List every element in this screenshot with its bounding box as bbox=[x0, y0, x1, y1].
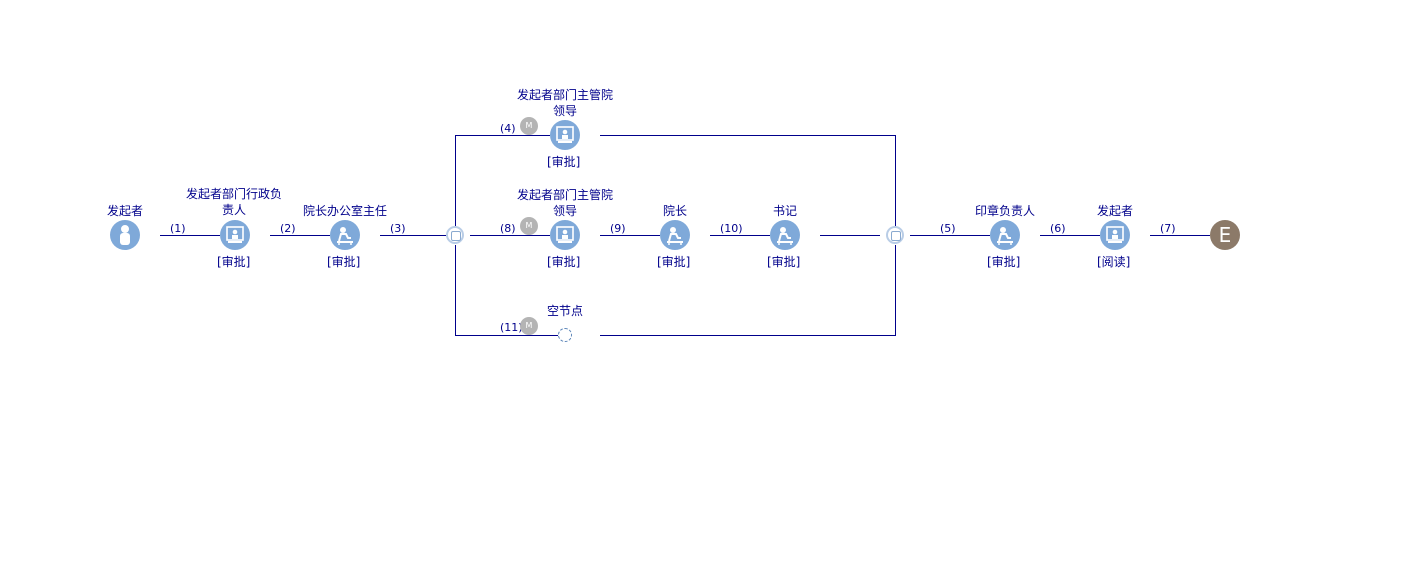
edge-label-5: (5) bbox=[940, 222, 956, 235]
branch-badge-8: M bbox=[520, 217, 538, 235]
desk-user-icon bbox=[777, 227, 793, 245]
node-tag-secretary: [审批] bbox=[767, 255, 801, 269]
edge-label-8: (8) bbox=[500, 222, 516, 235]
node-label-empty: 空节点 bbox=[546, 304, 583, 318]
node-tag-president: [审批] bbox=[657, 255, 691, 269]
node-seal-keeper[interactable] bbox=[990, 220, 1020, 250]
node-secretary[interactable] bbox=[770, 220, 800, 250]
node-label-president: 院长 bbox=[662, 204, 687, 218]
node-initiator-read[interactable] bbox=[1100, 220, 1130, 250]
split-gateway[interactable] bbox=[446, 226, 464, 244]
branch-badge-11: M bbox=[520, 317, 538, 335]
node-label-seal-keeper: 印章负责人 bbox=[974, 204, 1035, 218]
desk-user-icon bbox=[997, 227, 1013, 245]
node-label-initiator-read: 发起者 bbox=[1096, 204, 1133, 218]
monitor-user-icon bbox=[556, 226, 574, 243]
node-label-office-director: 院长办公室主任 bbox=[302, 204, 387, 218]
node-label-dept-head: 发起者部门行政负责人 bbox=[185, 187, 282, 217]
join-gateway[interactable] bbox=[886, 226, 904, 244]
node-tag-dept-head: [审批] bbox=[217, 255, 251, 269]
start-node[interactable] bbox=[110, 220, 140, 250]
person-icon bbox=[120, 225, 130, 245]
node-empty[interactable] bbox=[558, 328, 572, 342]
desk-user-icon bbox=[337, 227, 353, 245]
edge-label-9: (9) bbox=[610, 222, 626, 235]
edge-label-3: (3) bbox=[390, 222, 406, 235]
node-leader-mid[interactable] bbox=[550, 220, 580, 250]
edge-label-2: (2) bbox=[280, 222, 296, 235]
node-tag-leader-mid: [审批] bbox=[547, 255, 581, 269]
edge-label-11: (11) bbox=[500, 321, 523, 334]
monitor-user-icon bbox=[556, 126, 574, 143]
edge-label-4: (4) bbox=[500, 122, 516, 135]
monitor-user-icon bbox=[1106, 226, 1124, 243]
node-tag-initiator-read: [阅读] bbox=[1097, 255, 1131, 269]
node-office-director[interactable] bbox=[330, 220, 360, 250]
node-label-leader-top: 发起者部门主管院领导 bbox=[516, 88, 613, 118]
monitor-user-icon bbox=[226, 226, 244, 243]
edge-label-6: (6) bbox=[1050, 222, 1066, 235]
desk-user-icon bbox=[667, 227, 683, 245]
node-label-secretary: 书记 bbox=[772, 204, 797, 218]
node-dept-head[interactable] bbox=[220, 220, 250, 250]
node-tag-seal-keeper: [审批] bbox=[987, 255, 1021, 269]
node-label-leader-mid: 发起者部门主管院领导 bbox=[516, 188, 613, 218]
node-leader-top[interactable] bbox=[550, 120, 580, 150]
edge-label-7: (7) bbox=[1160, 222, 1176, 235]
end-node[interactable]: E bbox=[1210, 220, 1240, 250]
branch-badge-4: M bbox=[520, 117, 538, 135]
node-president[interactable] bbox=[660, 220, 690, 250]
node-tag-office-director: [审批] bbox=[327, 255, 361, 269]
edge-label-1: (1) bbox=[170, 222, 186, 235]
node-tag-leader-top: [审批] bbox=[547, 155, 581, 169]
start-node-label: 发起者 bbox=[106, 204, 143, 218]
edge-label-10: (10) bbox=[720, 222, 743, 235]
